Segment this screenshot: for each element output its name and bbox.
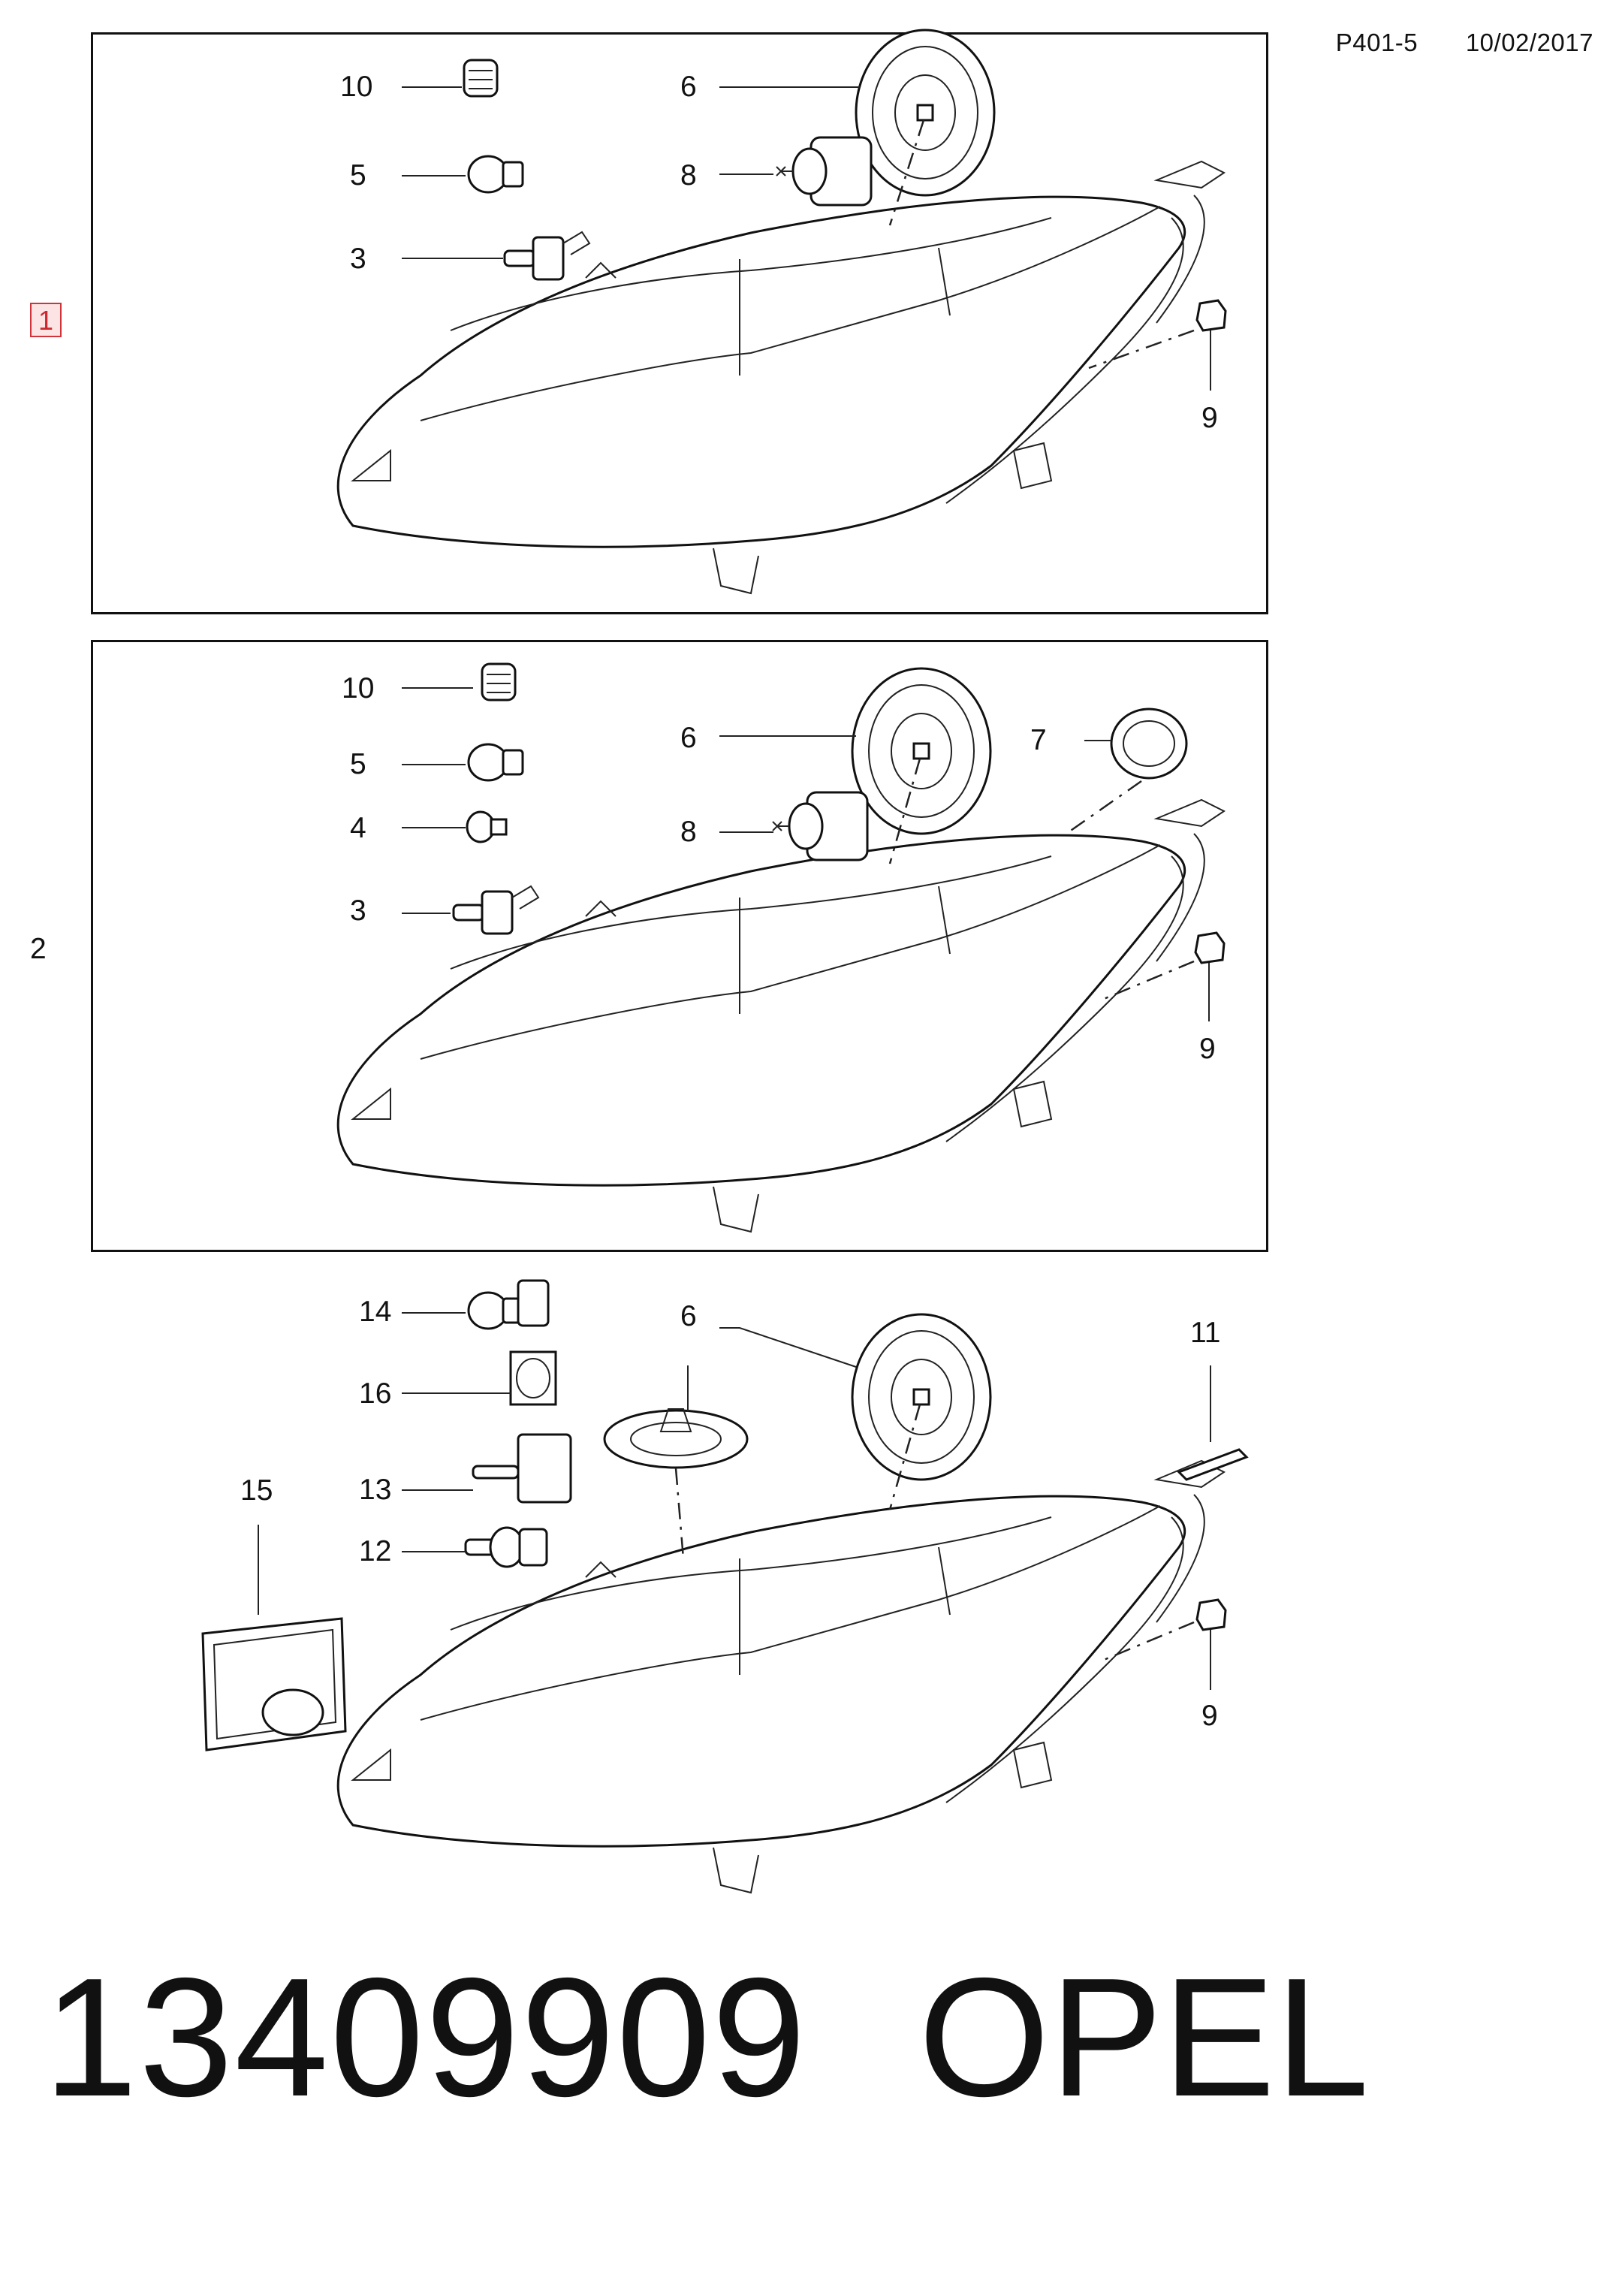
panel-2-label-3: 3 <box>350 895 366 927</box>
panel-3-headlamp <box>336 1459 1226 1894</box>
panel-2-part-7 <box>1110 708 1188 780</box>
panel-1-part-9 <box>1195 299 1227 332</box>
panel-1-part-5 <box>467 155 524 194</box>
panel-2-part-3 <box>452 885 540 935</box>
panel-3-label-16: 16 <box>359 1377 392 1410</box>
panel-2-label-9: 9 <box>1199 1033 1216 1065</box>
panel-1-label-5: 5 <box>350 159 366 192</box>
panel-2-label-6: 6 <box>680 722 697 754</box>
panel-3-part-6 <box>851 1313 992 1481</box>
panel-1-label-6: 6 <box>680 71 697 103</box>
panel-1-frame <box>91 32 1268 614</box>
panel-2-label-7: 7 <box>1030 724 1047 756</box>
panel-3-label-15: 15 <box>240 1474 273 1507</box>
panel-2-part-4 <box>466 810 508 843</box>
panel-2-part-9 <box>1194 931 1226 964</box>
panel-2-label-4: 4 <box>350 812 366 844</box>
drawing-date: 10/02/2017 <box>1465 29 1593 56</box>
panel-1-label-3: 3 <box>350 243 366 275</box>
panel-3-part-13 <box>472 1433 572 1504</box>
panel-3-part-11 <box>1177 1448 1249 1481</box>
panel-3-label-14: 14 <box>359 1296 392 1328</box>
panel-2-headlamp <box>336 798 1226 1233</box>
panel-1-label-10: 10 <box>340 71 373 103</box>
panel-3-part-15 <box>201 1617 347 1751</box>
panel-1-part-8 <box>775 136 873 207</box>
panel-3-part-12 <box>464 1526 548 1568</box>
panel-3-part-16 <box>509 1350 557 1406</box>
panel-3-label-9: 9 <box>1201 1700 1218 1732</box>
panel-1-part-6 <box>855 29 996 197</box>
panel-1-part-10 <box>463 59 499 98</box>
panel-2-label-8: 8 <box>680 816 697 848</box>
panel-3-part-14 <box>467 1279 550 1330</box>
panel-1-headlamp <box>336 160 1226 595</box>
panel-3-part-9 <box>1195 1598 1227 1631</box>
panel-2-label-5: 5 <box>350 748 366 780</box>
panel-1-part-3 <box>503 231 591 281</box>
panel-2-part-10 <box>481 662 517 701</box>
panel-1-reference[interactable]: 1 <box>30 303 62 337</box>
panel-2-part-8 <box>771 791 869 861</box>
panel-3-label-11: 11 <box>1190 1317 1221 1349</box>
panel-2-frame <box>91 640 1268 1252</box>
part-number: 13409909 <box>44 1942 808 2132</box>
panel-1-label-8: 8 <box>680 159 697 192</box>
panel-2-part-5 <box>467 743 524 782</box>
panel-3-bulb-cover-open <box>603 1408 749 1469</box>
panel-3-label-13: 13 <box>359 1474 392 1506</box>
panel-2-reference[interactable]: 2 <box>30 933 47 965</box>
panel-2-label-10: 10 <box>342 672 375 704</box>
drawing-header: P401-5 10/02/2017 <box>1336 29 1593 57</box>
panel-2-part-6 <box>851 667 992 835</box>
panel-3-label-6: 6 <box>680 1300 697 1332</box>
panel-1-label-9: 9 <box>1201 402 1218 434</box>
panel-3-label-12: 12 <box>359 1535 392 1567</box>
brand-name: OPEL <box>918 1942 1370 2132</box>
drawing-code: P401-5 <box>1335 29 1419 56</box>
